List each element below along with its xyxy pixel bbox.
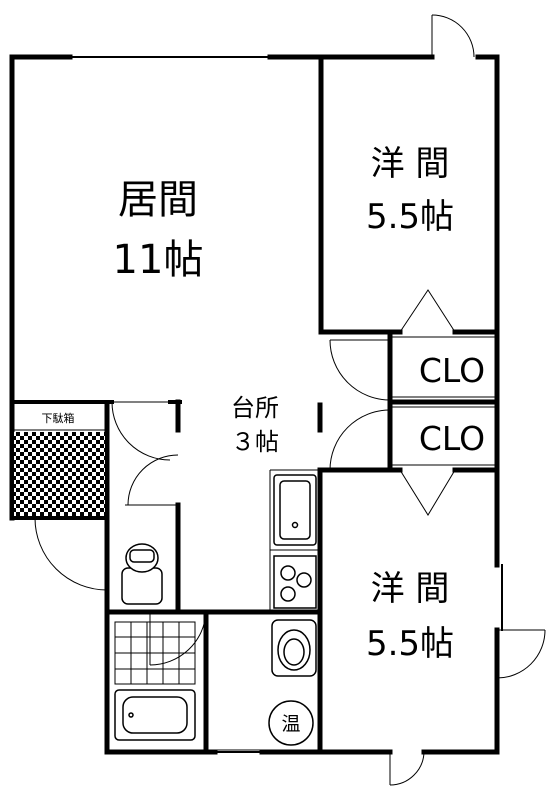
door-swing-icon (389, 751, 425, 786)
door-swing-icon (496, 629, 546, 679)
living-room-size: 11帖 (113, 237, 204, 283)
door-swing-icon (34, 517, 108, 591)
inner-lines (14, 336, 497, 751)
bathtub-icon (114, 689, 196, 741)
western-room-top-size: 5.5帖 (366, 197, 454, 237)
closet-top-label: CLO (419, 351, 485, 390)
western-room-bottom-size: 5.5帖 (366, 624, 454, 664)
living-room-name: 居間 (118, 177, 198, 223)
shoe-box-label: 下駄箱 (42, 411, 75, 425)
bath-floor (114, 621, 196, 685)
water-heater-label: 温 (281, 713, 300, 735)
toilet-icon (121, 543, 163, 605)
western-room-top-name: 洋 間 (371, 144, 450, 184)
door-swing-icon (329, 339, 391, 401)
kitchen-size: ３帖 (231, 428, 279, 456)
doors (34, 14, 546, 786)
shoe-box-hatch-icon (14, 432, 105, 516)
water-heater-icon (268, 700, 314, 746)
door-swing-icon (329, 409, 391, 471)
closet-bottom-label: CLO (419, 419, 485, 458)
washbasin-icon (271, 619, 317, 677)
door-swing-icon (149, 611, 207, 666)
door-swing-icon (125, 454, 179, 506)
kitchen-name: 台所 (231, 394, 279, 422)
sink-icon (273, 474, 317, 546)
stove-icon (273, 555, 317, 609)
western-room-bottom-name: 洋 間 (371, 569, 450, 609)
door-swing-icon (431, 14, 475, 58)
door-swing-icon (111, 401, 171, 461)
